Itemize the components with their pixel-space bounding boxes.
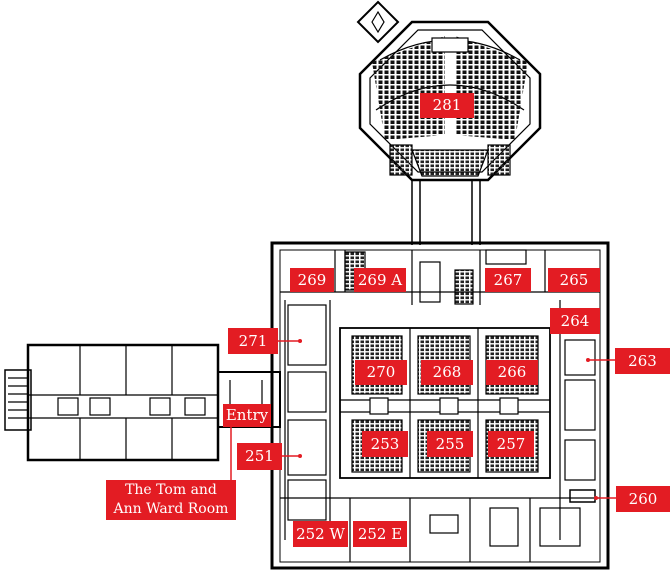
entry-label[interactable]: Entry	[223, 404, 271, 427]
room-label-263[interactable]: 263	[615, 348, 670, 374]
room-label-281[interactable]: 281	[420, 93, 474, 118]
room-label-252e[interactable]: 252 E	[353, 521, 407, 547]
room-label-252w[interactable]: 252 W	[293, 521, 348, 547]
room-label-268[interactable]: 268	[421, 360, 473, 385]
room-label-255[interactable]: 255	[427, 431, 473, 457]
room-label-266[interactable]: 266	[486, 360, 538, 385]
room-label-269a[interactable]: 269 A	[354, 268, 406, 292]
ward-room-callout[interactable]: The Tom and Ann Ward Room	[106, 480, 236, 520]
room-label-269[interactable]: 269	[290, 268, 334, 292]
room-label-257[interactable]: 257	[488, 431, 534, 457]
room-label-271[interactable]: 271	[228, 328, 278, 354]
callout-line-1: The Tom and	[125, 482, 217, 499]
room-label-264[interactable]: 264	[550, 308, 600, 334]
room-label-251[interactable]: 251	[237, 443, 282, 470]
room-label-260[interactable]: 260	[616, 486, 670, 512]
room-label-270[interactable]: 270	[355, 360, 407, 385]
room-label-253[interactable]: 253	[362, 431, 408, 457]
room-label-267[interactable]: 267	[485, 268, 531, 292]
room-label-265[interactable]: 265	[548, 268, 600, 292]
callout-line-2: Ann Ward Room	[113, 501, 229, 517]
west-wing	[4, 343, 281, 462]
auditorium	[356, 0, 542, 245]
